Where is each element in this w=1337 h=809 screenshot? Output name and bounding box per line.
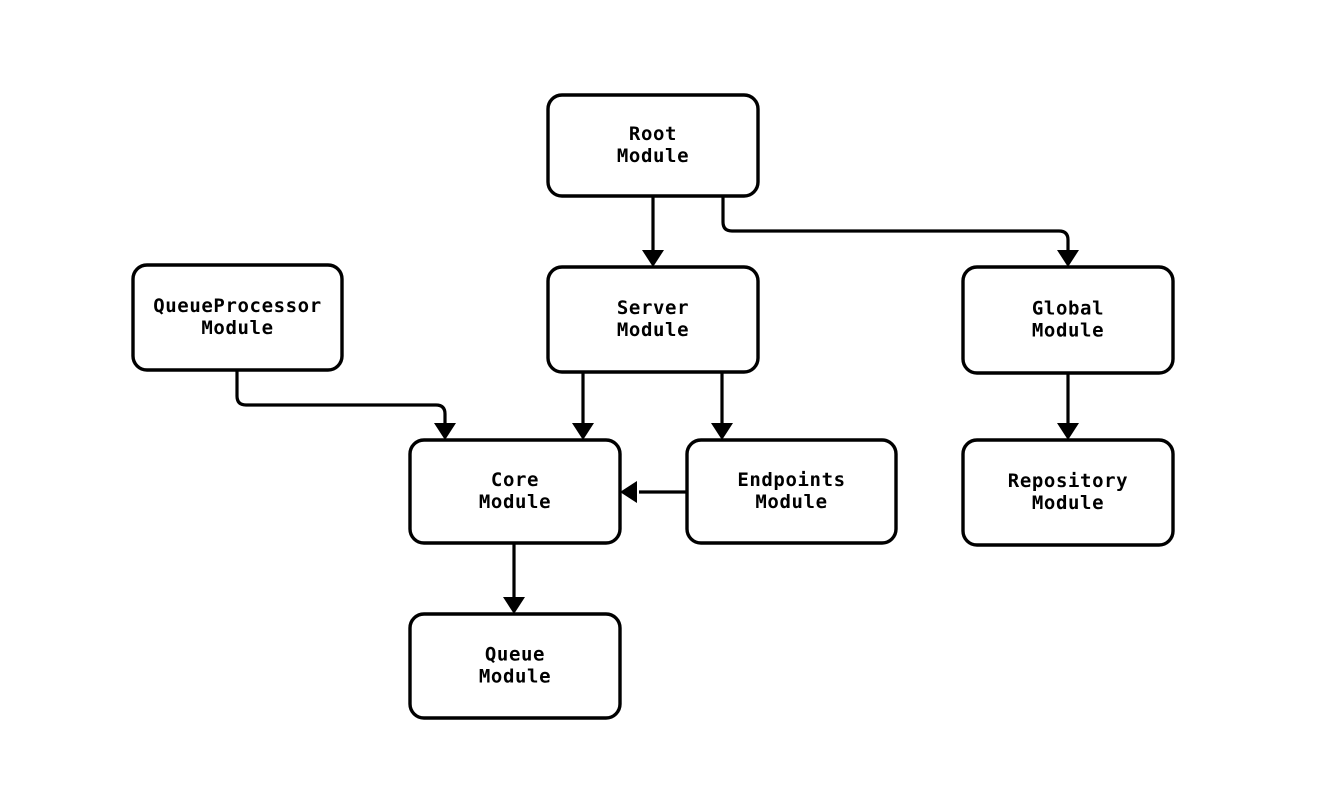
node-label-line1: Repository bbox=[1008, 470, 1128, 492]
edge-root-to-global bbox=[721, 196, 1079, 267]
node-box[interactable] bbox=[685, 438, 898, 545]
node-label-line1: Root bbox=[629, 123, 677, 145]
arrowhead-icon bbox=[642, 250, 664, 267]
node-box[interactable] bbox=[961, 265, 1175, 375]
arrowhead-icon bbox=[572, 423, 594, 440]
node-label-line2: Module bbox=[755, 491, 827, 513]
node-label-line2: Module bbox=[617, 319, 689, 341]
edge-root-to-server bbox=[642, 196, 664, 267]
edge-queueprocessor-to-core bbox=[235, 370, 456, 440]
node-box[interactable] bbox=[546, 93, 760, 198]
node-box[interactable] bbox=[961, 438, 1175, 547]
node-box[interactable] bbox=[546, 265, 760, 374]
edge-global-to-repository bbox=[1057, 373, 1079, 440]
node-label-line1: Global bbox=[1032, 298, 1104, 320]
node-label-line1: Core bbox=[491, 469, 539, 491]
node-box[interactable] bbox=[408, 438, 622, 545]
node-label-line2: Module bbox=[479, 491, 551, 513]
node-label-line1: Server bbox=[617, 297, 689, 319]
arrowhead-icon bbox=[711, 423, 733, 440]
arrowhead-icon bbox=[1057, 250, 1079, 267]
node-label-line1: Queue bbox=[485, 644, 545, 666]
edge-line bbox=[721, 196, 1070, 252]
node-label-line2: Module bbox=[479, 666, 551, 688]
edge-layer bbox=[235, 196, 1079, 614]
node-box[interactable] bbox=[408, 612, 622, 720]
node-label-line2: Module bbox=[1032, 492, 1104, 514]
node-label-line2: Module bbox=[1032, 320, 1104, 342]
node-label-line2: Module bbox=[201, 317, 273, 339]
node-layer: RootModuleQueueProcessorModuleServerModu… bbox=[131, 93, 1175, 720]
arrowhead-icon bbox=[503, 597, 525, 614]
node-box[interactable] bbox=[131, 263, 344, 372]
edge-server-to-endpoints bbox=[711, 372, 733, 440]
edge-endpoints-to-core bbox=[620, 481, 687, 503]
arrowhead-icon bbox=[1057, 423, 1079, 440]
arrowhead-icon bbox=[620, 481, 637, 503]
edge-line bbox=[235, 370, 447, 425]
node-label-line1: QueueProcessor bbox=[153, 295, 322, 317]
node-label-line1: Endpoints bbox=[737, 469, 845, 491]
edge-server-to-core bbox=[572, 372, 594, 440]
edge-core-to-queue bbox=[503, 543, 525, 614]
arrowhead-icon bbox=[434, 423, 456, 440]
node-label-line2: Module bbox=[617, 145, 689, 167]
